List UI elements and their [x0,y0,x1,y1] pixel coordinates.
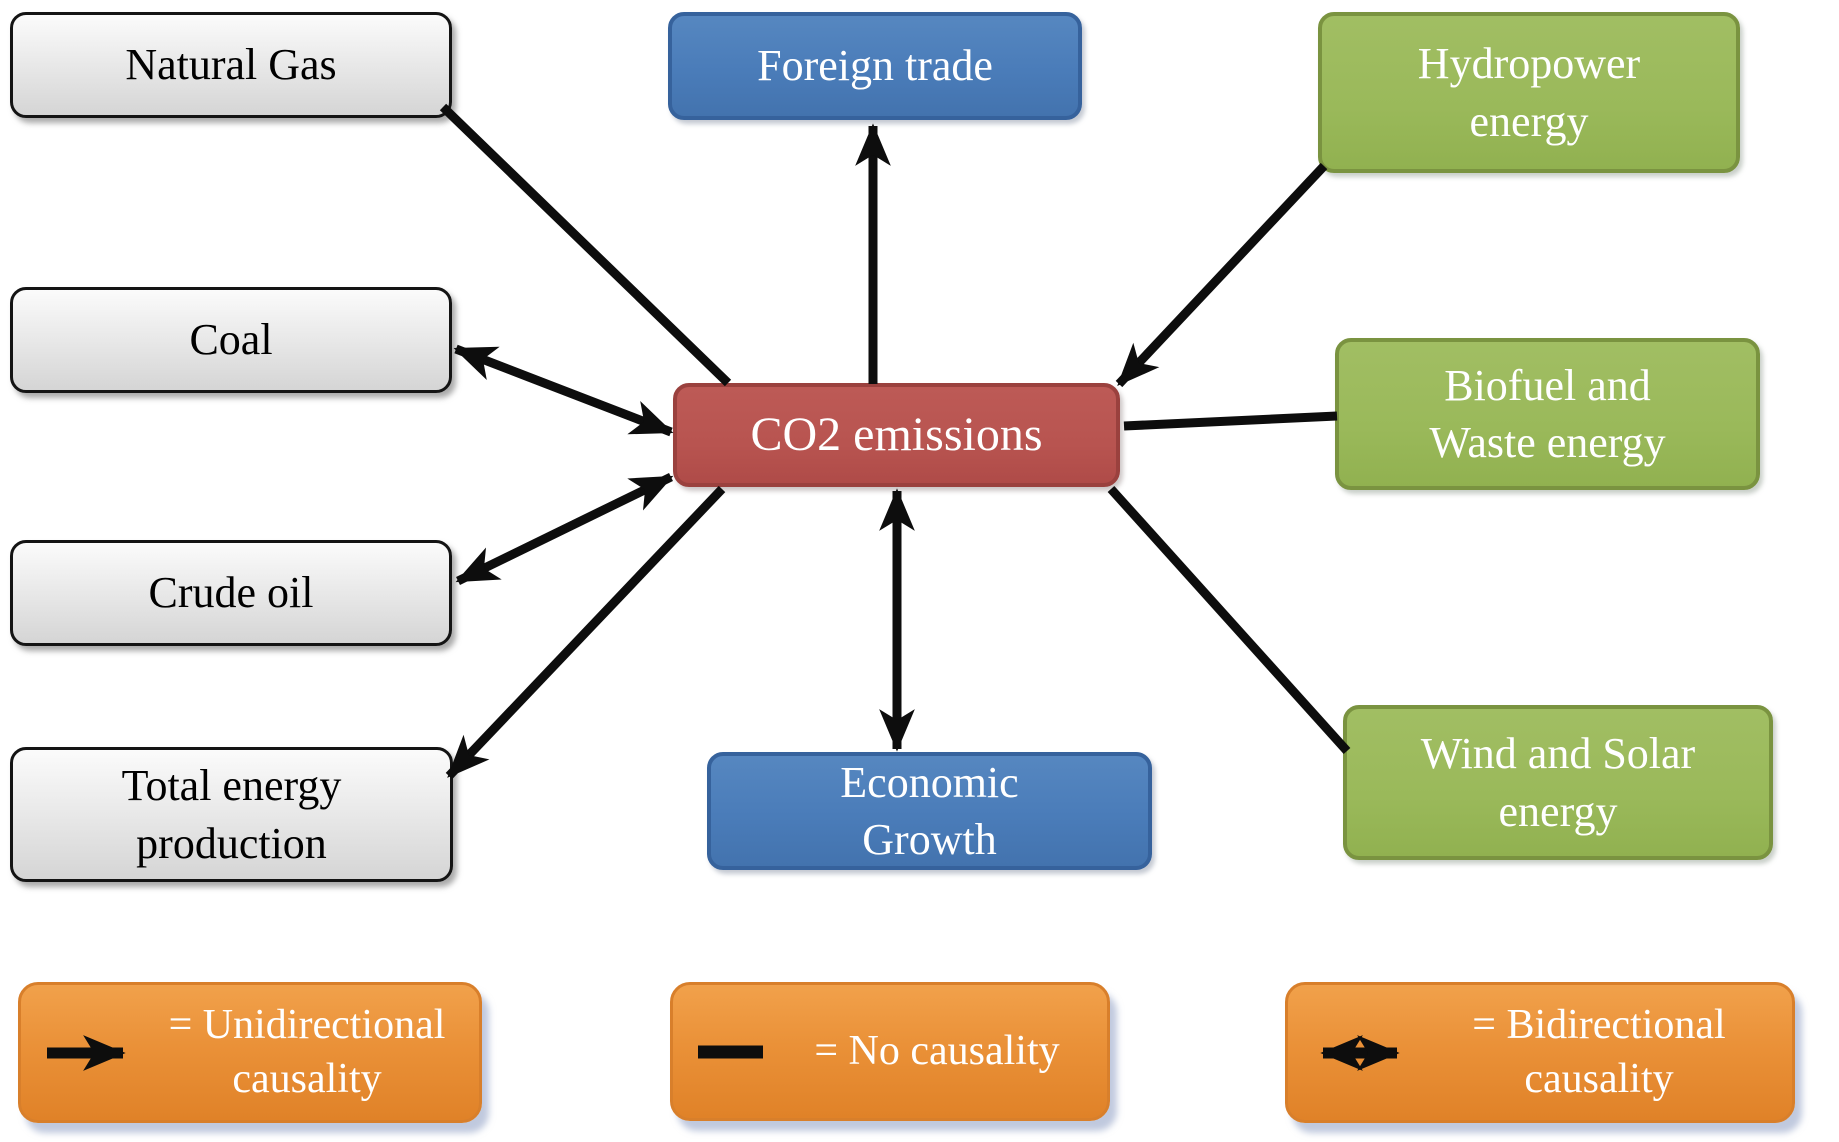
node-foreign-trade-label: Foreign trade [757,41,993,91]
legend-unidirectional: = Unidirectional causality [18,982,482,1123]
legend-no-causality: = No causality [670,982,1110,1121]
edge-hydropower-co2-unidirectional [1115,162,1328,388]
edge-crude-oil-co2-bidirectional [455,472,674,586]
edge-biofuel-waste-co2-none [1123,411,1338,431]
node-coal-label: Coal [189,315,273,365]
node-total-energy-production: Total energy production [10,747,453,882]
node-wind-solar: Wind and Solar energy [1343,705,1773,860]
node-natural-gas-label: Natural Gas [125,40,337,90]
node-biofuel-waste: Biofuel and Waste energy [1335,338,1760,490]
node-hydropower-label: Hydropower energy [1417,39,1641,146]
node-coal: Coal [10,287,452,393]
node-hydropower: Hydropower energy [1318,12,1740,173]
edge-natural-gas-co2-none [439,103,732,387]
node-total-energy-production-label: Total energy production [121,761,342,868]
edge-co2-total-energy-production-unidirectional [445,485,726,780]
node-biofuel-waste-label: Biofuel and Waste energy [1429,360,1666,467]
edge-wind-solar-co2-none [1107,485,1351,755]
node-co2-label: CO2 emissions [750,407,1043,461]
bidirectional-arrow-icon [1308,1030,1412,1076]
node-foreign-trade: Foreign trade [668,12,1082,120]
node-economic-growth: Economic Growth [707,752,1152,870]
legend-label: = Unidirectional causality [168,1001,446,1102]
node-crude-oil-label: Crude oil [148,568,314,618]
legend-label: = No causality [814,1027,1060,1074]
legend-bidirectional: = Bidirectional causality [1285,982,1795,1123]
node-economic-growth-label: Economic Growth [840,757,1019,864]
legend-label: = Bidirectional causality [1472,1001,1726,1102]
node-natural-gas: Natural Gas [10,12,452,118]
node-co2: CO2 emissions [673,383,1120,487]
node-wind-solar-label: Wind and Solar energy [1420,729,1696,836]
no-causality-line-icon [693,1029,773,1075]
node-crude-oil: Crude oil [10,540,452,646]
edge-coal-co2-bidirectional [453,344,674,437]
unidirectional-arrow-icon [41,1030,141,1076]
